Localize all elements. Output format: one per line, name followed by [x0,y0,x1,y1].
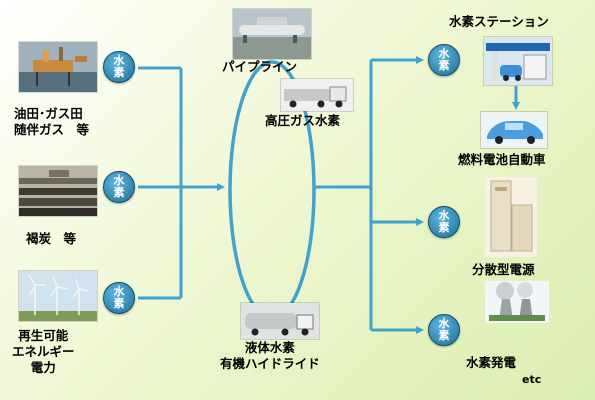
power-plant-photo [485,281,549,323]
wind-turbine-photo [18,270,98,322]
fuel-cell-car-photo [480,111,548,149]
pipeline-photo [232,8,312,60]
transport-gas-label: 高圧ガス水素 [265,113,341,128]
etc-label: etc [522,373,542,386]
fuel-cell-unit-photo [485,177,537,257]
transport-liquid-label: 液体水素 有機ハイドライド [220,340,320,371]
use-dispersed-label: 分散型電源 [472,262,535,277]
hydrogen-station-photo [483,36,553,86]
source-renewable-label: 再生可能 エネルギー 電力 [12,328,75,375]
hydrogen-badge-icon: 水 素 [428,44,460,76]
hydrogen-badge-icon: 水 素 [428,206,460,238]
gas-truck-photo [280,78,354,112]
transport-pipeline-label: パイプライン [222,59,298,74]
use-power-label: 水素発電 [466,355,517,370]
hydrogen-badge-icon: 水 素 [103,171,135,203]
hydrogen-badge-icon: 水 素 [428,314,460,346]
oil-rig-photo [18,41,98,93]
source-oil-gas-label: 油田･ガス田 随伴ガス 等 [14,106,90,137]
use-station-label: 水素ステーション [449,14,549,29]
use-car-label: 燃料電池自動車 [458,152,546,167]
source-lignite-label: 褐炭 等 [26,231,77,246]
lignite-mine-photo [18,165,98,217]
tanker-truck-photo [240,302,320,340]
hydrogen-badge-icon: 水 素 [103,282,135,314]
hydrogen-badge-icon: 水 素 [103,51,135,83]
